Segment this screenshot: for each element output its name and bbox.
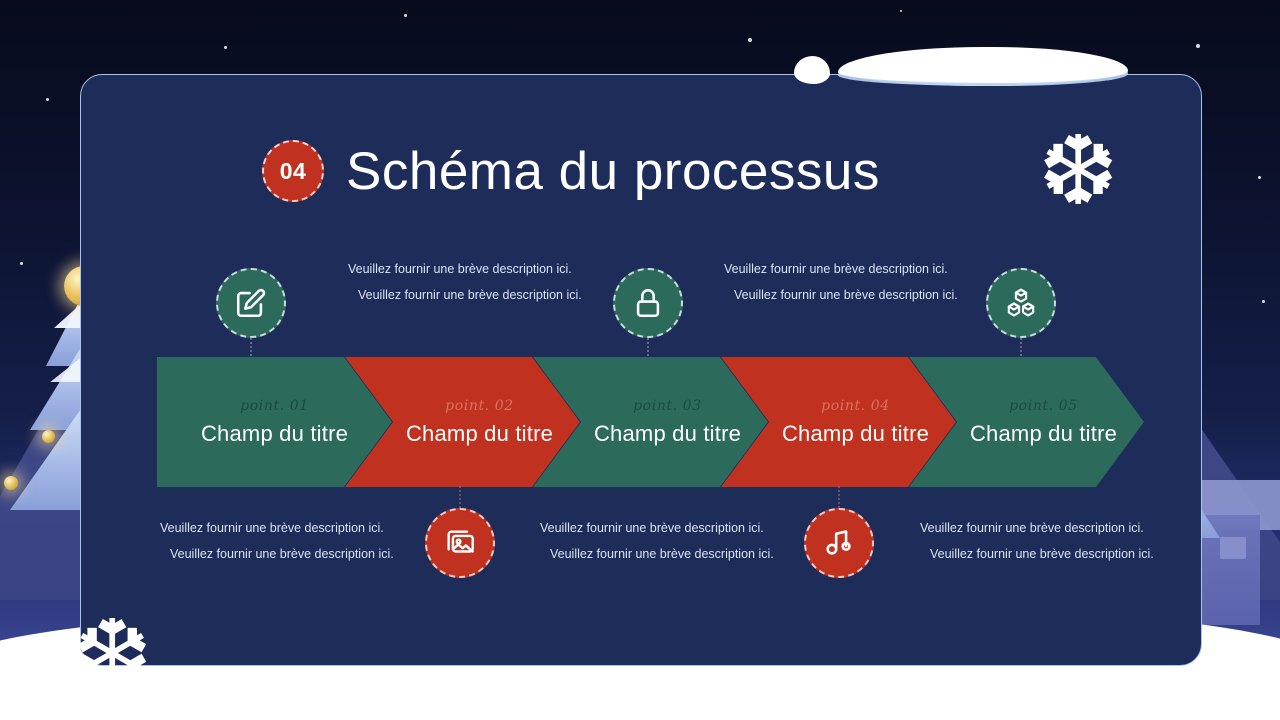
- description-line: Veuillez fournir une brève description i…: [170, 547, 394, 561]
- process-chevron-row: point. 01 Champ du titre point. 02 Champ…: [157, 357, 1122, 487]
- frame-snow-cap: [838, 47, 1128, 83]
- description-line: Veuillez fournir une brève description i…: [358, 288, 582, 302]
- description-line: Veuillez fournir une brève description i…: [348, 262, 572, 276]
- snowflake-icon: ❆: [72, 602, 153, 709]
- star: [900, 10, 902, 12]
- star: [1196, 44, 1200, 48]
- connector-line: [459, 486, 461, 508]
- star: [404, 14, 407, 17]
- star: [224, 46, 227, 49]
- description-top-right: Veuillez fournir une brève description i…: [724, 256, 958, 308]
- page-title: Schéma du processus: [346, 141, 880, 201]
- house-window: [1220, 537, 1246, 559]
- images-icon: [447, 530, 474, 553]
- step-icon-edit-square[interactable]: [216, 268, 286, 338]
- step-point-label: point. 05: [1009, 397, 1078, 414]
- step-point-label: point. 02: [445, 397, 514, 414]
- star: [1258, 176, 1261, 179]
- description-line: Veuillez fournir une brève description i…: [930, 547, 1154, 561]
- cubes-icon: [1007, 288, 1035, 317]
- connector-line: [647, 338, 649, 360]
- description-bottom-right: Veuillez fournir une brève description i…: [920, 515, 1154, 567]
- description-bottom-left: Veuillez fournir une brève description i…: [160, 515, 394, 567]
- step-icon-images[interactable]: [425, 508, 495, 578]
- description-top-left: Veuillez fournir une brève description i…: [348, 256, 582, 308]
- description-line: Veuillez fournir une brève description i…: [724, 262, 948, 276]
- step-title: Champ du titre: [593, 420, 742, 446]
- process-step-1[interactable]: point. 01 Champ du titre: [157, 357, 392, 487]
- step-title: Champ du titre: [200, 420, 349, 446]
- step-title: Champ du titre: [405, 420, 554, 446]
- star: [46, 98, 49, 101]
- step-point-label: point. 01: [240, 397, 309, 414]
- edit-square-icon: [236, 288, 266, 318]
- description-line: Veuillez fournir une brève description i…: [160, 521, 384, 535]
- description-line: Veuillez fournir une brève description i…: [734, 288, 958, 302]
- description-line: Veuillez fournir une brève description i…: [550, 547, 774, 561]
- lock-icon: [636, 289, 660, 318]
- step-icon-music-note[interactable]: [804, 508, 874, 578]
- slide-header: 04 Schéma du processus: [262, 140, 880, 202]
- step-title: Champ du titre: [781, 420, 930, 446]
- star: [20, 262, 23, 265]
- step-icon-cubes[interactable]: [986, 268, 1056, 338]
- description-line: Veuillez fournir une brève description i…: [540, 521, 764, 535]
- step-icon-lock[interactable]: [613, 268, 683, 338]
- description-line: Veuillez fournir une brève description i…: [920, 521, 1144, 535]
- star: [748, 38, 752, 42]
- tree-bauble: [42, 430, 55, 443]
- step-point-label: point. 04: [821, 397, 890, 414]
- slide-number-badge: 04: [262, 140, 324, 202]
- star: [1262, 300, 1265, 303]
- step-point-label: point. 03: [633, 397, 702, 414]
- music-note-icon: [826, 530, 851, 555]
- connector-line: [250, 338, 252, 360]
- description-bottom-mid: Veuillez fournir une brève description i…: [540, 515, 774, 567]
- connector-line: [838, 486, 840, 508]
- tree-bauble: [4, 476, 18, 490]
- snowflake-icon: ❆: [1038, 118, 1119, 225]
- connector-line: [1020, 338, 1022, 360]
- frame-snow-ball: [794, 56, 830, 84]
- step-title: Champ du titre: [969, 420, 1118, 446]
